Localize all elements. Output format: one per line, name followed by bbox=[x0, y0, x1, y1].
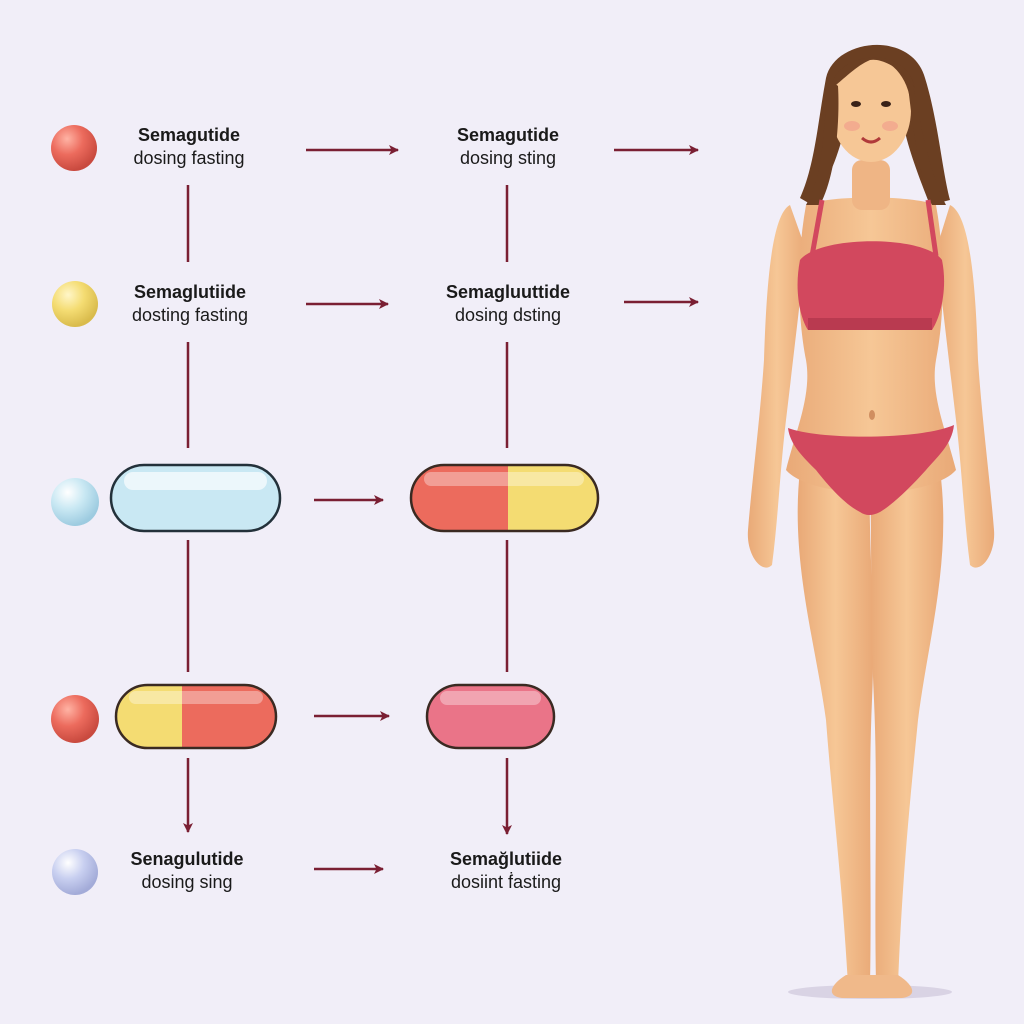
step-title: Semaglutiide bbox=[133, 282, 247, 302]
pink-capsule-icon bbox=[425, 683, 556, 750]
coral-dot-icon bbox=[51, 125, 97, 171]
step-subtitle: dosiint ḟasting bbox=[450, 872, 562, 893]
lavender-dot-icon bbox=[52, 849, 98, 895]
step-title: Semagutide bbox=[137, 125, 241, 145]
step-label-r1c1: Semagutide dosing fasting bbox=[104, 124, 274, 171]
step-subtitle: dosing fasting bbox=[133, 148, 245, 169]
coral-dot-icon bbox=[51, 695, 99, 743]
step-label-r2c1: Semaglutiide dosting fasting bbox=[100, 281, 280, 328]
step-subtitle: dosing sing bbox=[141, 872, 233, 893]
step-label-r1c2: Semagutide dosing sting bbox=[423, 124, 593, 171]
horizontal-arrows bbox=[306, 145, 699, 874]
step-label-r5c2: Semağlutiide dosiint ḟasting bbox=[418, 848, 594, 895]
light-blue-capsule-icon bbox=[109, 463, 282, 533]
light-blue-dot-icon bbox=[51, 478, 99, 526]
step-subtitle: dosing dsting bbox=[454, 305, 562, 326]
woman-figure-icon bbox=[747, 44, 995, 999]
yellow-coral-capsule-icon bbox=[114, 683, 278, 750]
step-label-r2c2: Semagluuttide dosing dsting bbox=[418, 281, 598, 328]
step-title: Senagulutide bbox=[130, 849, 244, 869]
yellow-dot-icon bbox=[52, 281, 98, 327]
coral-yellow-capsule-icon bbox=[409, 463, 600, 533]
step-subtitle: dosting fasting bbox=[131, 305, 249, 326]
step-title: Semagutide bbox=[456, 125, 560, 145]
step-label-r5c1: Senagulutide dosing sing bbox=[102, 848, 272, 895]
step-subtitle: dosing sting bbox=[459, 148, 557, 169]
step-title: Semagluuttide bbox=[445, 282, 570, 302]
vertical-connectors bbox=[183, 185, 512, 835]
step-title: Semağlutiide bbox=[449, 849, 563, 869]
